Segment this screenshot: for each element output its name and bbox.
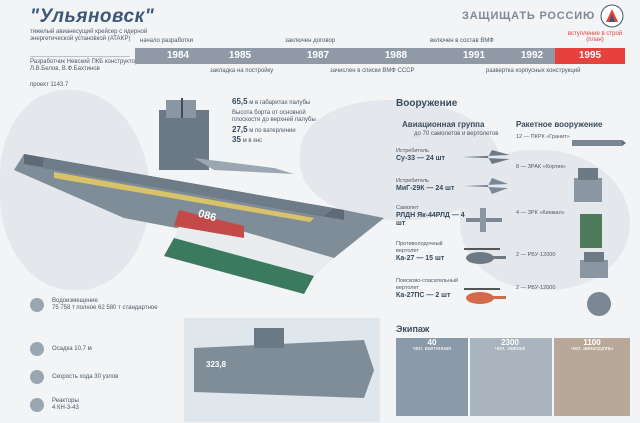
timeline-label: закладка на постройку [210,68,274,74]
granit-missile-icon [572,140,626,146]
draft-icon [30,342,44,356]
crew-photo-officers [396,338,468,416]
speed-icon [30,370,44,384]
crew-title: Экипаж [396,324,430,334]
armament-title: Вооружение [396,98,458,109]
timeline-label: вступление в строй (план) [567,31,623,43]
su-33-icon [462,150,510,164]
ka-27ps-icon [464,288,506,304]
header-divider [30,56,130,57]
displacement-icon [30,298,44,312]
ship-stat: 27,5 м по ватерлинии [232,125,296,135]
missile-item: 4 — ЗРК «Кинжал» [516,210,565,216]
timeline-final-segment: 1995 [555,48,625,64]
missile-item: 8 — ЗРАК «Кортик» [516,164,566,170]
reactor-icon [30,398,44,412]
spec-item: Скорость хода 30 узлов [52,374,119,380]
timeline-label: начало разработки [140,38,193,44]
timeline-year: 1985 [228,50,252,61]
page-title: "Ульяновск" [30,6,155,27]
rbu-icon [580,252,608,278]
aviation-group-title: Авиационная группа [402,120,485,129]
ship-stat: Высота борта от основной плоскости до ве… [232,110,316,123]
deck-plan-view [184,318,380,422]
timeline-label: развертка корпусных конструкций [486,68,581,74]
ship-stat: 65,5 м в габаритах палубы [232,97,311,107]
timeline-label: заключен договор [285,38,336,44]
missile-item: 2 — РБУ-12000 [516,252,556,258]
kinzhal-icon [580,214,602,248]
kortik-icon [574,168,602,202]
crew-photo-sailors [470,338,552,416]
ship-stat: 35 м в кнс [232,135,263,145]
aircraft-carrier-illustration [14,98,384,294]
spec-item: Осадка 10,7 м [52,346,92,352]
ministry-logo-icon [600,4,624,28]
slogan: ЗАЩИЩАТЬ РОССИЮ [462,10,596,22]
mig-29k-icon [464,178,508,194]
yak-44-icon [466,208,502,232]
length-label: 323,8 [206,360,227,369]
timeline-year: 1991 [462,50,486,61]
timeline-year: 1992 [520,50,544,61]
aviation-group-note: до 70 самолетов и вертолетов [414,131,499,137]
rbu-icon [587,292,611,316]
timeline-label: включен в состав ВМФ [430,38,494,44]
missile-armament-title: Ракетное вооружение [516,120,603,129]
timeline-label: зачислен в списки ВМФ СССР [330,68,415,74]
project-number: проект 1143.7 [30,82,69,88]
ship-subtitle: тяжелый авианесущий крейсер с ядерной эн… [30,29,148,42]
designers-text: Разработчик Невский ПКБ конструкторы: Л.… [30,59,145,72]
timeline-year: 1995 [578,50,602,61]
timeline-year: 1988 [384,50,408,61]
crew-photo-pilots [554,338,630,416]
missile-item: 12 — ПКРК «Гранит» [516,134,570,140]
timeline-bar: 1984 1985 1987 1988 1991 1992 [135,48,555,64]
timeline-year: 1984 [166,50,190,61]
ka-27-icon [464,248,506,264]
timeline-year: 1987 [306,50,330,61]
missile-item: 2 — РБУ-12000 [516,285,556,291]
